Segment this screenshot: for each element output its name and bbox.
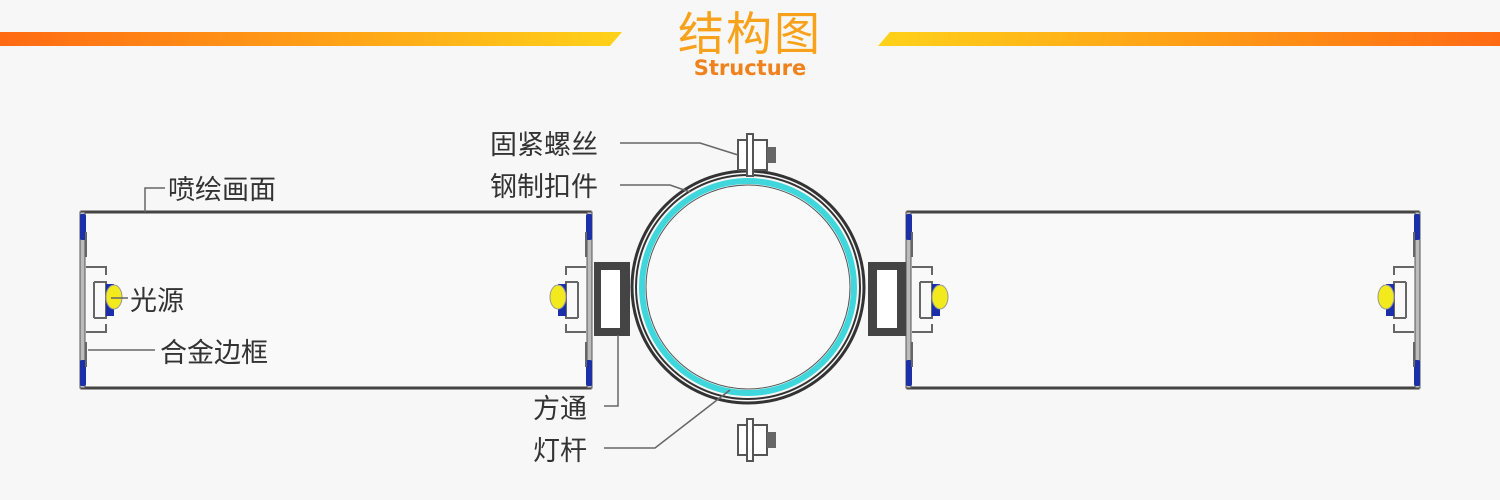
right-lightbox: [905, 210, 1421, 390]
label-alloy-frame: 合金边框: [160, 338, 268, 369]
page-title: 结构图: [678, 7, 822, 61]
label-fixing-screw: 固紧螺丝: [490, 130, 598, 161]
label-light-pole: 灯杆: [533, 436, 587, 467]
leader-lines: [88, 142, 739, 449]
label-light-source: 光源: [130, 286, 184, 317]
header-bar-left: [0, 32, 622, 46]
bolt-top: [737, 133, 777, 177]
label-printed-graphic: 喷绘画面: [168, 175, 276, 206]
square-tube-left: [594, 262, 630, 336]
label-square-tube: 方通: [533, 394, 587, 425]
header-bar-right: [878, 32, 1500, 46]
bolt-bottom: [737, 418, 777, 462]
square-tube-right: [868, 262, 906, 336]
label-steel-clamp: 钢制扣件: [490, 172, 598, 203]
left-lightbox: [79, 210, 593, 390]
page-subtitle: Structure: [693, 56, 807, 80]
light-pole: [630, 169, 866, 405]
